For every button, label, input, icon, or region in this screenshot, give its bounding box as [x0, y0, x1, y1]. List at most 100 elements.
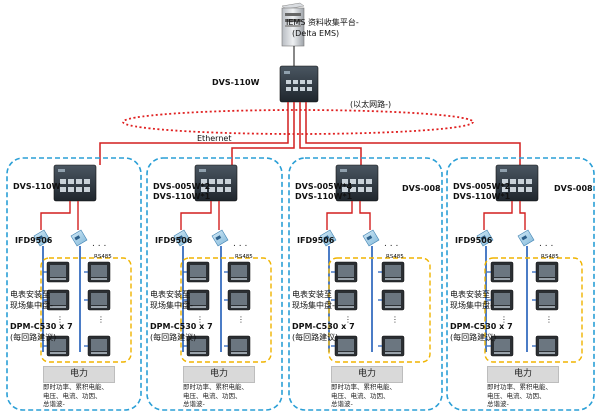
converter-label: IFD9506: [155, 236, 193, 245]
meter-label: DPM-C530 x 7: [292, 322, 355, 331]
power-meter-icon: [84, 261, 111, 283]
power-meter-icon: [183, 289, 210, 311]
converter-icon: [173, 229, 191, 247]
switch-cable: [519, 201, 526, 230]
power-meter-icon: [378, 261, 405, 283]
rs485-label: RS485: [94, 254, 112, 260]
install-note: 电表安装至: [10, 290, 50, 299]
power-meter-icon: [378, 289, 405, 311]
install-note: 电表安装至: [150, 290, 190, 299]
power-bar: 电力: [43, 366, 115, 383]
switch-model-label: DVS-110W*1: [153, 192, 211, 201]
converter-icon: [476, 229, 494, 247]
measurement-item: 总谐波-: [43, 400, 65, 408]
main-switch-icon: [279, 65, 319, 103]
measurement-item: 总谐波-: [331, 400, 353, 408]
panel-border: [446, 157, 595, 411]
switch-model-label: DVS-005W*2: [153, 182, 211, 191]
panel-1: . . . ⋮ ⋮: [6, 157, 142, 411]
converter-label: IFD9506: [455, 236, 493, 245]
device-label: DVS-008: [554, 184, 593, 193]
main-switch-label: DVS-110W: [212, 78, 260, 87]
measurement-item: 电压、电流、功因、: [43, 391, 102, 400]
switch-cable: [359, 201, 371, 230]
more-meters-dots: ⋮: [237, 315, 245, 324]
measurement-list: 即时功率、累积电能、电压、电流、功因、总谐波-: [43, 383, 108, 409]
measurement-item: 即时功率、累积电能、: [43, 383, 108, 391]
more-dots: . . .: [384, 239, 398, 249]
converter-icon: [70, 229, 88, 247]
more-meters-dots: ⋮: [545, 315, 553, 324]
panel-switch-icon: [335, 164, 379, 202]
install-note: 电表安装至: [292, 290, 332, 299]
measurement-item: 电压、电流、功因、: [183, 391, 242, 400]
converter-icon: [211, 229, 229, 247]
converter-icon: [362, 229, 380, 247]
ethernet-cn-label: (以太网路-): [350, 100, 392, 109]
panel-switch-icon: [194, 164, 238, 202]
power-bar: 电力: [331, 366, 403, 383]
measurement-item: 总谐波-: [487, 400, 509, 408]
power-meter-icon: [43, 335, 70, 357]
more-dots: . . .: [92, 239, 106, 249]
meter-label: (每回路建议): [10, 333, 57, 342]
switch-cable: [483, 201, 513, 230]
meter-area-border: [180, 257, 272, 363]
power-meter-icon: [532, 261, 559, 283]
measurement-list: 即时功率、累积电能、电压、电流、功因、总谐波-: [487, 383, 552, 409]
meter-label: DPM-C530 x 7: [10, 322, 73, 331]
converter-icon: [33, 229, 51, 247]
more-dots: . . .: [233, 239, 247, 249]
meter-label: (每回路建议): [450, 333, 497, 342]
power-bar: 电力: [487, 366, 559, 383]
power-meter-icon: [532, 335, 559, 357]
power-meter-icon: [43, 261, 70, 283]
power-meter-icon: [224, 261, 251, 283]
rs485-label: RS485: [235, 254, 253, 260]
install-note: 现场集中盘-: [150, 301, 193, 310]
more-meters-dots: ⋮: [196, 315, 204, 324]
power-meter-icon: [84, 289, 111, 311]
panel-2: . . . ⋮ ⋮: [146, 157, 283, 411]
panel-border: [146, 157, 283, 411]
measurement-list: 即时功率、累积电能、电压、电流、功因、总谐波-: [331, 383, 396, 409]
switch-cable: [180, 201, 212, 230]
panel-border: [288, 157, 443, 411]
meter-area-border: [484, 257, 583, 363]
power-meter-icon: [378, 335, 405, 357]
device-label: DVS-008: [402, 184, 441, 193]
converter-label: IFD9506: [297, 236, 335, 245]
power-meter-icon: [43, 289, 70, 311]
more-dots: . . .: [539, 239, 553, 249]
rs485-label: RS485: [541, 254, 559, 260]
power-meter-icon: [331, 261, 358, 283]
more-meters-dots: ⋮: [56, 315, 64, 324]
server-subtitle: (Delta EMS): [292, 29, 340, 38]
server-icon: [281, 2, 305, 47]
measurement-item: 即时功率、累积电能、: [331, 383, 396, 391]
ethernet-en-label: Ethernet: [197, 134, 232, 143]
switch-cable: [326, 201, 353, 230]
meter-label: DPM-C530 x 7: [450, 322, 513, 331]
switch-model-label: DVS-110W*1: [295, 192, 353, 201]
panel-switch-icon: [495, 164, 539, 202]
measurement-item: 电压、电流、功因、: [487, 391, 546, 400]
server-title: IEMS 资料收集平台-: [286, 18, 359, 27]
meter-area-border: [328, 257, 431, 363]
measurement-item: 总谐波-: [183, 400, 205, 408]
more-meters-dots: ⋮: [391, 315, 399, 324]
meter-area-border: [40, 257, 132, 363]
panel-switch-icon: [53, 164, 97, 202]
measurement-item: 电压、电流、功因、: [331, 391, 390, 400]
power-meter-icon: [331, 289, 358, 311]
power-meter-icon: [532, 289, 559, 311]
more-meters-dots: ⋮: [97, 315, 105, 324]
power-meter-icon: [487, 289, 514, 311]
measurement-list: 即时功率、累积电能、电压、电流、功因、总谐波-: [183, 383, 248, 409]
power-meter-icon: [331, 335, 358, 357]
power-meter-icon: [224, 289, 251, 311]
switch-model-label: DVS-110W: [13, 182, 61, 191]
converter-label: IFD9506: [15, 236, 53, 245]
